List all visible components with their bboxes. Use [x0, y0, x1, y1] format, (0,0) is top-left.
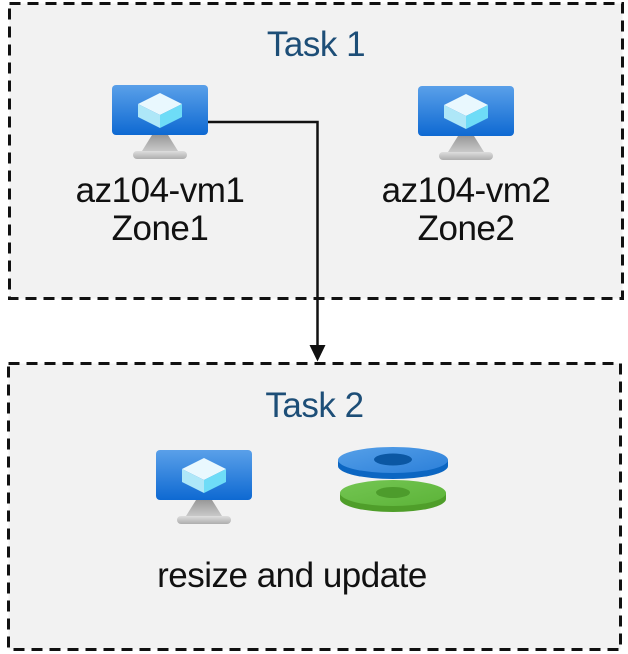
vm1-label: az104-vm1 Zone1: [40, 172, 280, 248]
virtual-machine-icon: [156, 450, 252, 524]
cube-glyph: [444, 94, 488, 129]
cube-glyph: [182, 458, 226, 493]
disks-icon: [338, 447, 448, 512]
arrowhead-down-icon: [309, 345, 326, 362]
task2-box: [7, 362, 622, 651]
task1-box: [8, 2, 624, 300]
task2-caption: resize and update: [157, 556, 427, 595]
disk-green: [340, 480, 446, 512]
vm2-label: az104-vm2 Zone2: [346, 172, 586, 248]
vm1-name: az104-vm1: [75, 171, 245, 210]
disk-blue: [338, 447, 448, 479]
task1-to-task2-arrow: [208, 120, 326, 362]
cube-glyph: [138, 93, 182, 128]
vm2-name: az104-vm2: [381, 171, 551, 210]
virtual-machine-icon: [112, 85, 208, 159]
vm1-zone: Zone1: [111, 209, 209, 248]
virtual-machine-icon: [418, 86, 514, 160]
task1-title: Task 1: [266, 25, 366, 64]
vm2-zone: Zone2: [417, 209, 515, 248]
task2-title: Task 2: [265, 386, 364, 425]
